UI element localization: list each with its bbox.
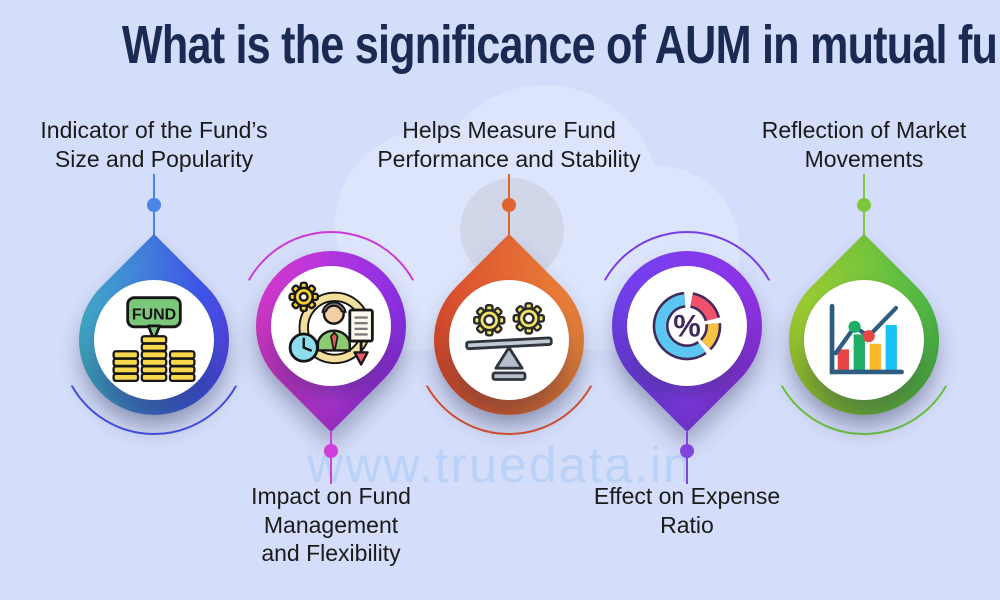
infographic-item-fund-size: Indicator of the Fund’s Size and Popular…: [4, 108, 304, 568]
connector-line: [330, 432, 332, 484]
item-label: Effect on Expense Ratio: [593, 483, 781, 538]
infographic-item-performance: Helps Measure Fund Performance and Stabi…: [359, 108, 659, 568]
page-title: What is the significance of AUM in mutua…: [121, 15, 1000, 75]
icon-circle: [804, 280, 924, 400]
balance-gears-icon: [465, 302, 553, 381]
fund-management-icon: [288, 281, 374, 366]
fund-coins-icon: FUND: [112, 296, 196, 383]
expense-ratio-donut-icon: %: [652, 291, 722, 361]
watermark-text: www.truedata.in: [307, 437, 693, 493]
item-label: Indicator of the Fund’s Size and Popular…: [40, 117, 268, 172]
infographic-item-fund-management: Impact on Fund Management and Flexibilit…: [181, 108, 481, 568]
icon-circle: [271, 266, 391, 386]
icon-circle: [449, 280, 569, 400]
item-label: Reflection of Market Movements: [761, 117, 967, 172]
connector-dot: [680, 444, 694, 458]
icon-circle: %: [627, 266, 747, 386]
svg-text:%: %: [673, 308, 701, 343]
connector-dot: [857, 198, 871, 212]
svg-text:FUND: FUND: [132, 306, 176, 323]
infographic-item-expense-ratio: % Effect on Expense Ratio: [537, 108, 837, 568]
icon-circle: FUND: [94, 280, 214, 400]
infographic-item-market-movements: Reflection of Market Movements: [714, 108, 1000, 568]
item-label: Impact on Fund Management and Flexibilit…: [251, 483, 411, 567]
connector-line: [686, 432, 688, 484]
market-bar-chart-icon: [829, 303, 904, 375]
connector-dot: [147, 198, 161, 212]
connector-dot: [324, 444, 338, 458]
connector-dot: [502, 198, 516, 212]
item-label: Helps Measure Fund Performance and Stabi…: [377, 117, 641, 172]
